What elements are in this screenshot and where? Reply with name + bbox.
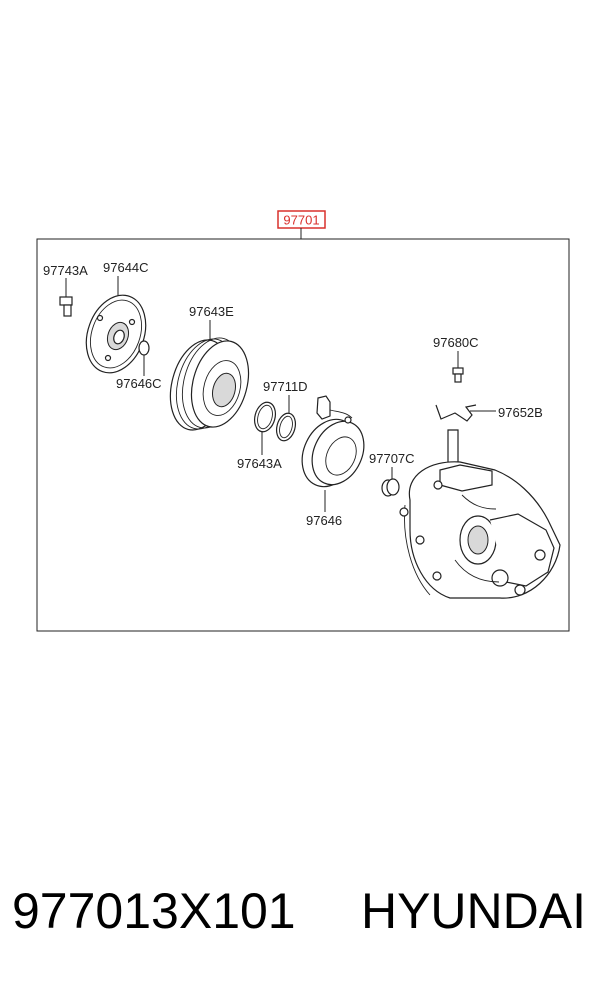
label-97680C: 97680C [433, 335, 479, 350]
part-97680C-bolt[interactable]: 97680C [433, 335, 479, 383]
label-97652B: 97652B [498, 405, 543, 420]
part-97646C-shim[interactable]: 97646C [116, 340, 162, 391]
footer-part-number: 977013X101 [12, 883, 296, 939]
label-97707C: 97707C [369, 451, 415, 466]
label-97711D: 97711D [263, 379, 308, 394]
label-97643E: 97643E [189, 304, 234, 319]
part-97652B-bracket[interactable]: 97652B [435, 404, 543, 422]
label-97644C: 97644C [103, 260, 149, 275]
diagram-frame [36, 238, 570, 632]
label-97646: 97646 [306, 513, 342, 528]
label-97743A: 97743A [43, 263, 88, 278]
footer-brand: HYUNDAI [361, 883, 586, 939]
part-97643A-ring[interactable]: 97643A [237, 400, 282, 471]
label-97646C: 97646C [116, 376, 162, 391]
part-97707C-seal[interactable]: 97707C [369, 451, 415, 497]
part-97743A-bolt[interactable]: 97743A [43, 263, 88, 317]
footer: 977013X101 HYUNDAI [12, 883, 586, 939]
compressor-body[interactable] [399, 429, 561, 599]
part-97711D-snap-ring[interactable]: 97711D [263, 379, 308, 443]
part-97646-field-coil[interactable]: 97646 [292, 395, 374, 528]
label-97643A: 97643A [237, 456, 282, 471]
assembly-label: 97701 [283, 213, 319, 228]
part-97643E-pulley[interactable]: 97643E [161, 304, 257, 437]
assembly-callout[interactable]: 97701 [277, 210, 326, 239]
